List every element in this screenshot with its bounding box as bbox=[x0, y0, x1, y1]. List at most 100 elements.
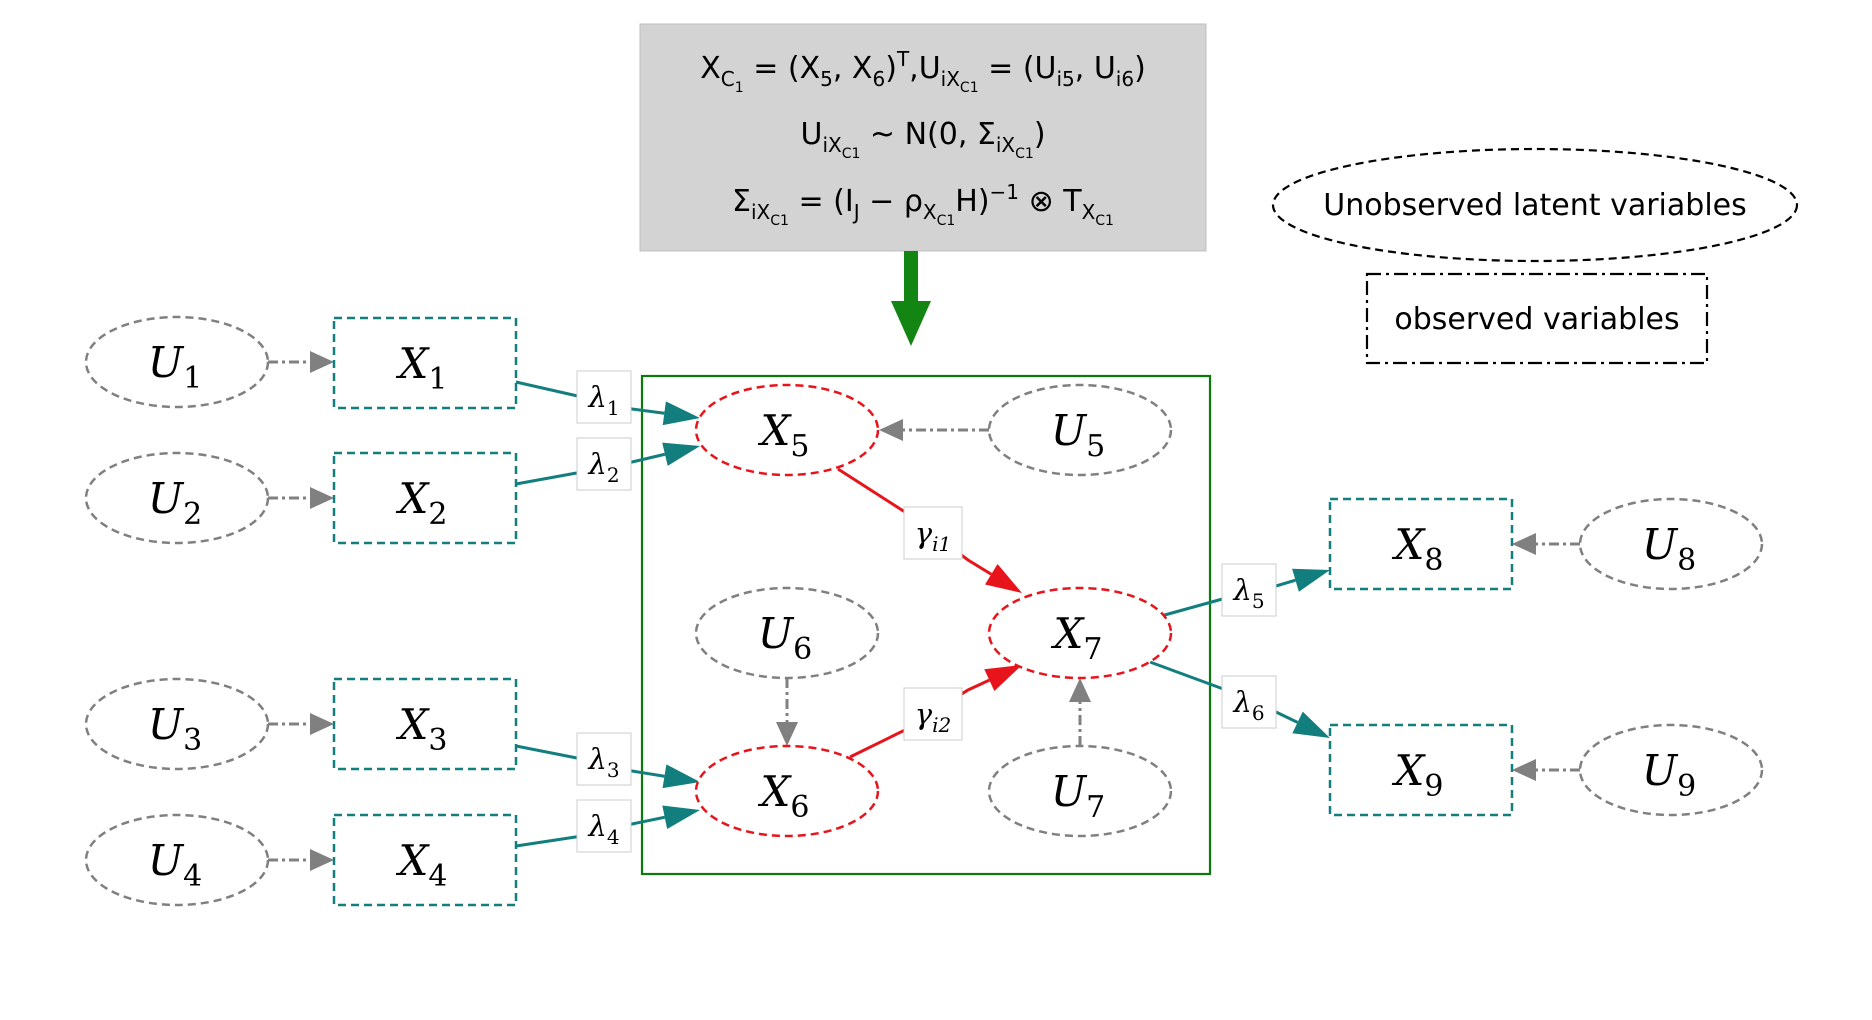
node-u5-label: U5 bbox=[1051, 406, 1106, 464]
legend-observed-box bbox=[1365, 272, 1709, 365]
edge-u8-x8-head bbox=[1512, 533, 1536, 555]
edge-u8-x8 bbox=[1512, 533, 1580, 555]
edge-x1-x5-head bbox=[662, 401, 700, 426]
edge-x6-x7-head bbox=[984, 665, 1022, 692]
node-x8-shape bbox=[1328, 497, 1514, 591]
edge-x4-x6-head bbox=[662, 805, 700, 830]
node-u9-label: U9 bbox=[1642, 746, 1697, 804]
node-u6-label: U6 bbox=[758, 609, 813, 667]
node-u5-shape bbox=[987, 383, 1173, 477]
edge-label-lambda6-text: λ6 bbox=[1232, 685, 1264, 725]
edge-u1-x1-head bbox=[310, 351, 334, 373]
formula-box: XC1 = (X5, X6)T,UiXC1 = (Ui5, Ui6) UiXC1… bbox=[639, 23, 1207, 252]
legend-latent-label: Unobserved latent variables bbox=[1323, 188, 1747, 223]
formula-line-2: UiXC1 ~ N(0, ΣiXC1) bbox=[800, 117, 1045, 162]
edge-u7-x7 bbox=[1069, 678, 1091, 746]
node-x4: X4 bbox=[332, 813, 518, 907]
edge-label-lambda3: λ3 bbox=[576, 732, 632, 786]
node-x2-shape bbox=[332, 451, 518, 545]
node-u3: U3 bbox=[84, 677, 270, 771]
legend-observed-label: observed variables bbox=[1394, 302, 1679, 337]
edge-label-lambda3-text: λ3 bbox=[587, 742, 619, 782]
node-x5-label: X5 bbox=[758, 406, 810, 464]
edge-label-lambda5-box bbox=[1221, 563, 1277, 617]
node-u7: U7 bbox=[987, 744, 1173, 838]
node-x3: X3 bbox=[332, 677, 518, 771]
node-x4-shape bbox=[332, 813, 518, 907]
edge-x3-x6-head bbox=[662, 764, 700, 789]
node-x9-label: X9 bbox=[1392, 746, 1444, 804]
node-u3-shape bbox=[84, 677, 270, 771]
edge-u9-x9 bbox=[1512, 759, 1580, 781]
node-u5: U5 bbox=[987, 383, 1173, 477]
node-u4: U4 bbox=[84, 813, 270, 907]
edge-label-gamma1: γi1 bbox=[903, 506, 963, 560]
node-u4-shape bbox=[84, 813, 270, 907]
node-x1: X1 bbox=[332, 316, 518, 410]
node-u6-shape bbox=[694, 586, 880, 680]
node-x7: X7 bbox=[987, 586, 1173, 680]
edge-u2-x2 bbox=[268, 487, 334, 509]
node-u2-label: U2 bbox=[148, 474, 203, 532]
edge-label-lambda6: λ6 bbox=[1221, 675, 1277, 729]
edge-u3-x3 bbox=[268, 713, 334, 735]
node-x6: X6 bbox=[694, 744, 880, 838]
node-x8-label: X8 bbox=[1392, 520, 1444, 578]
edge-label-lambda6-box bbox=[1221, 675, 1277, 729]
edge-u1-x1 bbox=[268, 351, 334, 373]
edge-u2-x2-head bbox=[310, 487, 334, 509]
node-x9: X9 bbox=[1328, 723, 1514, 817]
node-x7-label: X7 bbox=[1051, 609, 1103, 667]
edge-label-lambda2-box bbox=[576, 437, 632, 491]
node-u1-shape bbox=[84, 315, 270, 409]
edge-label-lambda4-text: λ4 bbox=[587, 809, 619, 849]
edge-u3-x3-head bbox=[310, 713, 334, 735]
node-u1-label: U1 bbox=[148, 338, 203, 396]
edge-label-lambda4-box bbox=[576, 799, 632, 853]
node-x8: X8 bbox=[1328, 497, 1514, 591]
edge-label-gamma2-box bbox=[903, 687, 963, 741]
node-u7-label: U7 bbox=[1051, 767, 1106, 825]
node-u2-shape bbox=[84, 451, 270, 545]
node-u8-label: U8 bbox=[1642, 520, 1697, 578]
edge-x2-x5-head bbox=[662, 442, 700, 466]
node-u1: U1 bbox=[84, 315, 270, 409]
formula-line-1: XC1 = (X5, X6)T,UiXC1 = (Ui5, Ui6) bbox=[700, 47, 1146, 96]
node-x9-shape bbox=[1328, 723, 1514, 817]
node-x1-shape bbox=[332, 316, 518, 410]
edge-label-lambda1: λ1 bbox=[576, 370, 632, 424]
edge-u5-x5-head bbox=[879, 419, 903, 441]
edge-u6-x6 bbox=[776, 678, 798, 746]
edge-u4-x4-head bbox=[310, 849, 334, 871]
node-x2-label: X2 bbox=[396, 474, 448, 532]
node-x6-label: X6 bbox=[758, 767, 810, 825]
legend: Unobserved latent variables observed var… bbox=[1271, 147, 1799, 365]
edge-label-lambda5: λ5 bbox=[1221, 563, 1277, 617]
node-x6-shape bbox=[694, 744, 880, 838]
edge-u7-x7-head bbox=[1069, 678, 1091, 702]
edge-label-lambda2-text: λ2 bbox=[587, 447, 619, 487]
edge-label-lambda5-text: λ5 bbox=[1232, 573, 1264, 613]
edge-label-gamma2: γi2 bbox=[903, 687, 963, 741]
node-x5: X5 bbox=[694, 383, 880, 477]
node-x5-shape bbox=[694, 383, 880, 477]
structural-model-box bbox=[640, 374, 1212, 876]
edge-x7-x8-head bbox=[1292, 568, 1330, 592]
node-x3-label: X3 bbox=[396, 700, 448, 758]
node-x7-shape bbox=[987, 586, 1173, 680]
node-u2: U2 bbox=[84, 451, 270, 545]
node-u9-shape bbox=[1578, 723, 1764, 817]
edge-label-gamma1-box bbox=[903, 506, 963, 560]
node-u7-shape bbox=[987, 744, 1173, 838]
edge-label-gamma1-text: γi1 bbox=[915, 516, 951, 556]
legend-latent-ellipse bbox=[1271, 147, 1799, 263]
edge-label-lambda2: λ2 bbox=[576, 437, 632, 491]
edge-label-lambda3-box bbox=[576, 732, 632, 786]
edge-u5-x5 bbox=[879, 419, 989, 441]
node-u6: U6 bbox=[694, 586, 880, 680]
node-u9: U9 bbox=[1578, 723, 1764, 817]
node-x4-label: X4 bbox=[396, 836, 448, 894]
edge-label-lambda1-text: λ1 bbox=[587, 380, 619, 420]
